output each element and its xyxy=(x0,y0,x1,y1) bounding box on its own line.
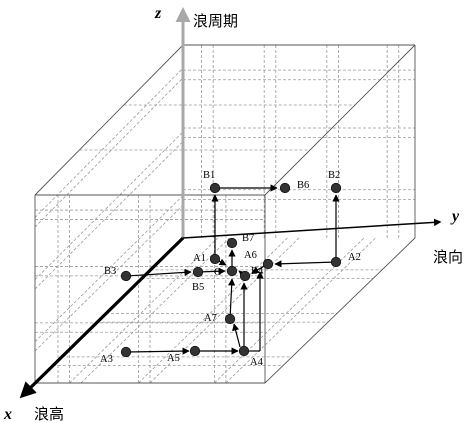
grid-line xyxy=(34,131,184,280)
point-a2 xyxy=(330,256,342,268)
point-b1 xyxy=(209,182,221,194)
x-axis-label: 浪高 xyxy=(34,405,64,423)
grid-line xyxy=(34,77,184,228)
point-label-c: C xyxy=(214,267,221,278)
path-arrows xyxy=(125,184,340,355)
grid-line xyxy=(34,204,184,352)
point-a7 xyxy=(224,313,236,325)
x-axis-line xyxy=(19,236,185,399)
grid-line xyxy=(214,237,365,384)
box-edge xyxy=(34,44,184,196)
grid-line xyxy=(69,237,219,384)
point-c xyxy=(226,265,238,277)
point-label-b6: B6 xyxy=(297,180,309,191)
box-edge xyxy=(264,44,416,196)
point-label-a3: A3 xyxy=(100,354,113,365)
point-a3 xyxy=(120,346,132,358)
arrow-A7-C xyxy=(228,278,236,320)
x-axis-letter: x xyxy=(3,406,12,423)
arrow-A3-A5 xyxy=(125,347,190,355)
point-label-a6: A6 xyxy=(244,250,257,261)
point-label-a1: A1 xyxy=(193,253,206,264)
y-axis-letter: y xyxy=(450,208,460,225)
point-b3 xyxy=(120,270,132,282)
point-label-b2: B2 xyxy=(328,170,340,181)
y-axis-line xyxy=(182,218,442,239)
dashed-grid xyxy=(34,45,415,384)
point-label-b7: B7 xyxy=(242,233,254,244)
point-a5 xyxy=(189,345,201,357)
point-label-a4: A4 xyxy=(250,357,264,368)
grid-line xyxy=(34,67,184,218)
point-b4 xyxy=(239,270,251,282)
point-label-a7: A7 xyxy=(204,313,217,324)
arrow-B3-B5 xyxy=(125,268,192,277)
y-axis-label: 浪向 xyxy=(433,248,463,266)
point-label-b1: B1 xyxy=(203,170,215,181)
z-axis-letter: z xyxy=(154,5,162,22)
point-b5 xyxy=(192,266,204,278)
arrow-A4-A7 xyxy=(232,323,241,348)
box-edge xyxy=(264,237,416,384)
point-label-b5: B5 xyxy=(192,282,204,293)
point-a6 xyxy=(262,258,274,270)
bounding-box xyxy=(34,44,416,384)
point-label-b4: B4 xyxy=(251,266,264,277)
z-axis-label: 浪周期 xyxy=(193,12,238,30)
point-a4 xyxy=(238,345,250,357)
point-label-a5: A5 xyxy=(167,353,180,364)
point-b6 xyxy=(279,182,291,194)
grid-line xyxy=(80,237,230,384)
point-b7 xyxy=(226,237,238,249)
point-a1 xyxy=(209,253,221,265)
point-label-a2: A2 xyxy=(348,252,361,263)
point-b2 xyxy=(330,182,342,194)
arrow-A2-A6 xyxy=(274,260,337,268)
point-label-b3: B3 xyxy=(104,266,116,277)
